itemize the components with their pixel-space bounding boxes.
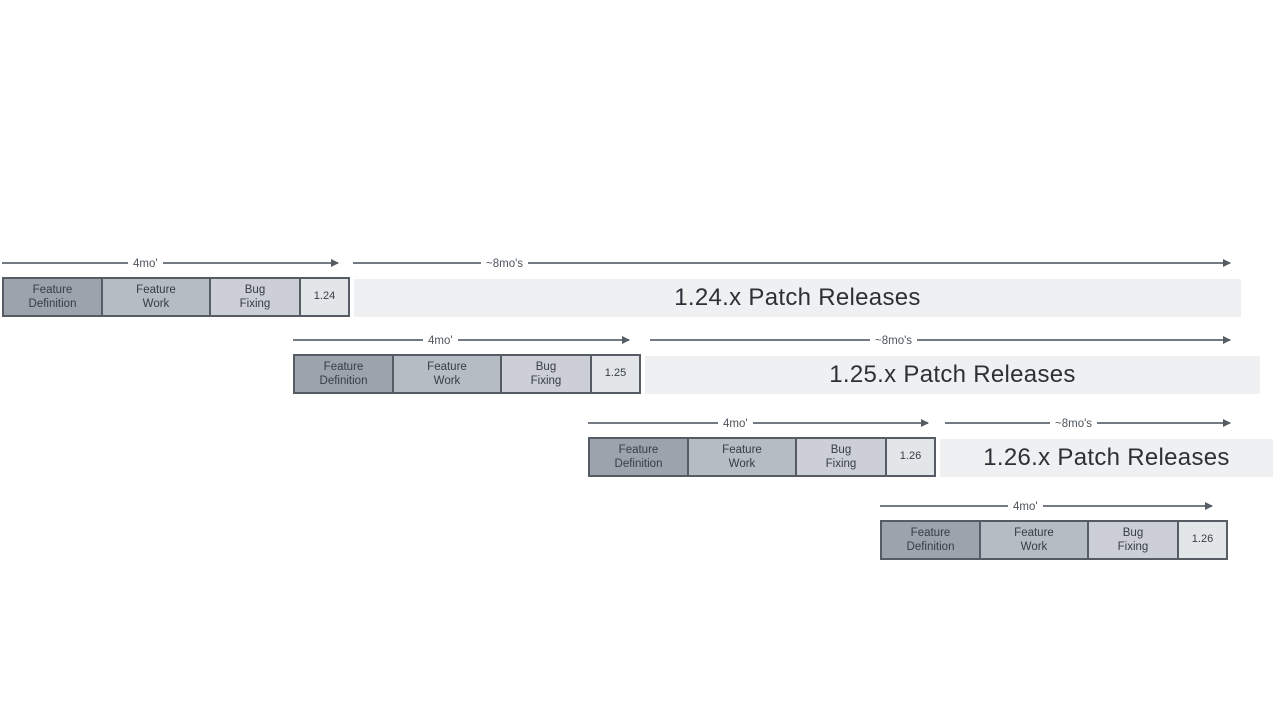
arrow-line <box>2 262 128 264</box>
feature-work-box: Feature Work <box>392 356 500 392</box>
cycle-boxes-1.25: Feature Definition Feature Work Bug Fixi… <box>293 354 641 394</box>
arrow-line-with-head <box>1042 502 1214 510</box>
patch-duration-label: ~8mo's <box>486 258 524 270</box>
patch-phase-arrow-1.25: ~8mo's <box>650 332 1231 352</box>
cycle-boxes-1.26: Feature Definition Feature Work Bug Fixi… <box>588 437 936 477</box>
patch-releases-title: 1.25.x Patch Releases <box>829 361 1076 388</box>
patch-phase-arrow-1.24: ~8mo's <box>353 255 1231 275</box>
feature-work-box: Feature Work <box>687 439 795 475</box>
arrow-line-with-head <box>752 419 930 427</box>
patch-phase-arrow-1.26: ~8mo's <box>945 415 1231 435</box>
feature-definition-box: Feature Definition <box>4 279 101 315</box>
dev-phase-arrow-next: 4mo' <box>880 498 1214 518</box>
patch-releases-bar-1.25: 1.25.x Patch Releases <box>645 356 1260 394</box>
cycle-boxes-next: Feature Definition Feature Work Bug Fixi… <box>880 520 1228 560</box>
patch-releases-title: 1.26.x Patch Releases <box>983 444 1230 471</box>
arrow-line <box>880 505 1008 507</box>
feature-work-box: Feature Work <box>979 522 1087 558</box>
patch-releases-bar-1.24: 1.24.x Patch Releases <box>354 279 1241 317</box>
dev-phase-arrow-1.26: 4mo' <box>588 415 930 435</box>
bug-fixing-box: Bug Fixing <box>795 439 885 475</box>
version-box: 1.24 <box>299 279 348 315</box>
arrow-line-with-head <box>528 259 1231 267</box>
arrow-line <box>650 339 870 341</box>
arrow-line <box>945 422 1050 424</box>
dev-duration-label: 4mo' <box>428 335 453 347</box>
version-box: 1.25 <box>590 356 639 392</box>
dev-phase-arrow-1.24: 4mo' <box>2 255 340 275</box>
feature-definition-box: Feature Definition <box>882 522 979 558</box>
arrow-line-with-head <box>917 336 1231 344</box>
arrow-line-with-head <box>1097 419 1231 427</box>
arrow-line <box>353 262 481 264</box>
version-box: 1.26 <box>1177 522 1226 558</box>
arrow-line-with-head <box>457 336 631 344</box>
arrow-line-with-head <box>162 259 340 267</box>
arrow-line <box>293 339 423 341</box>
dev-duration-label: 4mo' <box>133 258 158 270</box>
bug-fixing-box: Bug Fixing <box>1087 522 1177 558</box>
feature-definition-box: Feature Definition <box>590 439 687 475</box>
dev-duration-label: 4mo' <box>723 418 748 430</box>
dev-phase-arrow-1.25: 4mo' <box>293 332 631 352</box>
version-box: 1.26 <box>885 439 934 475</box>
feature-definition-box: Feature Definition <box>295 356 392 392</box>
dev-duration-label: 4mo' <box>1013 501 1038 513</box>
patch-duration-label: ~8mo's <box>875 335 913 347</box>
bug-fixing-box: Bug Fixing <box>500 356 590 392</box>
feature-work-box: Feature Work <box>101 279 209 315</box>
arrow-line <box>588 422 718 424</box>
patch-releases-title: 1.24.x Patch Releases <box>674 284 921 311</box>
cycle-boxes-1.24: Feature Definition Feature Work Bug Fixi… <box>2 277 350 317</box>
patch-duration-label: ~8mo's <box>1055 418 1093 430</box>
bug-fixing-box: Bug Fixing <box>209 279 299 315</box>
patch-releases-bar-1.26: 1.26.x Patch Releases <box>940 439 1273 477</box>
